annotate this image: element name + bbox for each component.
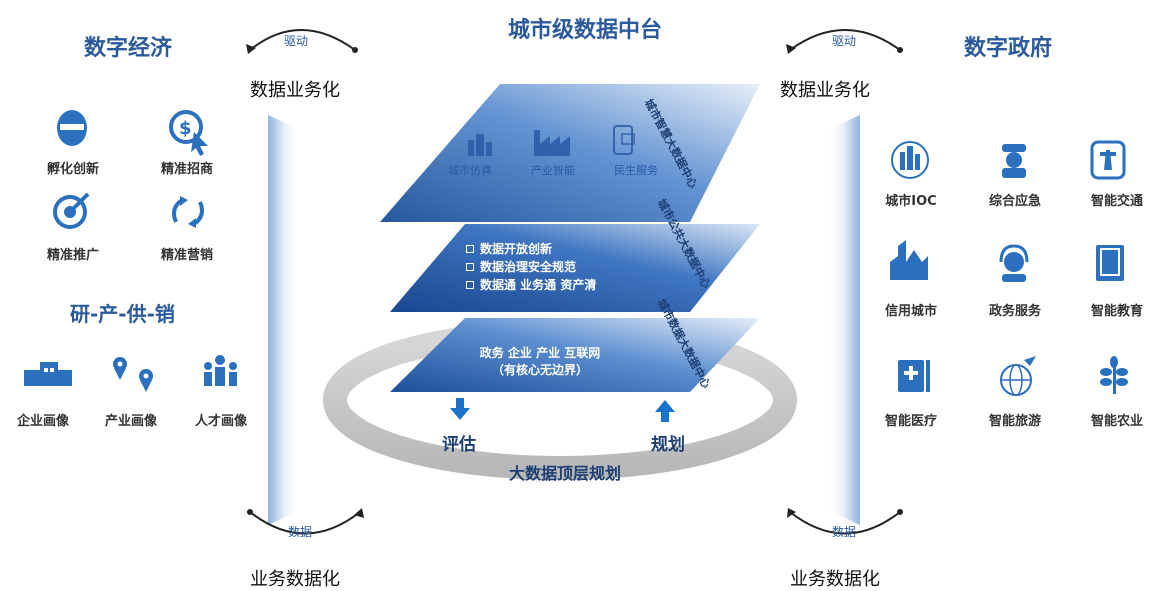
left-grid-label: 精准营销	[160, 248, 213, 263]
ring-label: 大数据顶层规划	[508, 464, 621, 483]
left-row-label: 企业画像	[16, 414, 69, 429]
right-bottom-badge: 数据	[832, 525, 857, 539]
left-row-label: 产业画像	[104, 414, 157, 429]
right-grid-label: 智能医疗	[884, 414, 937, 429]
plan-label: 规划	[651, 435, 685, 455]
layer-bottom	[390, 318, 760, 392]
right-top-text: 数据业务化	[780, 80, 870, 101]
evaluate-label: 评估	[442, 435, 476, 455]
officer-icon	[1002, 144, 1026, 178]
bullet-item: 数据通 业务通 资产清	[466, 276, 596, 294]
refresh-icon	[172, 196, 204, 228]
people-icon	[204, 355, 237, 386]
right-title: 数字政府	[964, 36, 1053, 61]
road-icon	[1090, 140, 1126, 180]
right-grid-label: 城市IOC	[885, 194, 937, 209]
layer-bottom-line1: 政务 企业 产业 互联网	[479, 346, 601, 360]
layer-top-item: 产业智能	[531, 164, 575, 177]
plan-arrow-icon	[655, 400, 675, 422]
right-grid-label: 信用城市	[884, 304, 937, 319]
left-bottom-arc	[249, 511, 361, 535]
book-icon	[1096, 245, 1124, 281]
left-top-text: 数据业务化	[250, 80, 340, 101]
location-pins-icon	[113, 357, 153, 392]
target-icon	[53, 192, 90, 229]
left-section2-title: 研-产-供-销	[70, 302, 175, 326]
right-pillar	[828, 115, 860, 525]
right-bottom-text: 业务数据化	[790, 569, 880, 590]
right-grid-label: 综合应急	[988, 194, 1041, 209]
factory-icon	[534, 130, 570, 156]
right-top-arc	[789, 29, 901, 51]
left-grid-label: 精准推广	[46, 248, 99, 263]
layer-bottom-text: 政务 企业 产业 互联网 （有核心无边界）	[440, 345, 640, 379]
bullet-item: 数据治理安全规范	[466, 258, 596, 276]
left-row-label: 人才画像	[194, 414, 247, 429]
egg-icon	[57, 110, 87, 146]
phone-service-icon	[613, 125, 635, 155]
evaluate-arrow-icon	[450, 398, 470, 420]
left-top-arc	[249, 29, 356, 51]
building-icon	[24, 362, 72, 386]
layer-top-item: 城市仿真	[448, 164, 492, 177]
left-top-badge: 驱动	[284, 34, 309, 48]
plant-icon	[1100, 356, 1128, 394]
layer-mid-bullets: 数据开放创新 数据治理安全规范 数据通 业务通 资产清	[466, 240, 596, 294]
bullet-item: 数据开放创新	[466, 240, 596, 258]
right-bottom-arc	[789, 511, 901, 535]
layer-bottom-line2: （有核心无边界）	[491, 363, 588, 377]
right-grid-label: 智能农业	[1090, 414, 1143, 429]
city-sim-icon	[468, 134, 492, 156]
headset-agent-icon	[999, 244, 1029, 282]
left-bottom-badge: 数据	[288, 525, 313, 539]
city-skyline-icon	[890, 240, 928, 280]
right-top-badge: 驱动	[832, 34, 857, 48]
layer-top-items: 城市仿真 产业智能 民生服务	[448, 162, 658, 178]
globe-plane-icon	[1000, 356, 1036, 396]
right-grid-label: 智能交通	[1090, 194, 1143, 209]
medical-icon	[898, 360, 930, 392]
left-bottom-text: 业务数据化	[250, 569, 340, 590]
layer-top-item: 民生服务	[614, 164, 658, 177]
city-globe-icon	[891, 141, 929, 179]
layer-middle	[390, 224, 760, 312]
right-grid-label: 智能教育	[1090, 304, 1143, 319]
left-grid-label: 孵化创新	[46, 162, 99, 177]
svg-text:$: $	[179, 118, 192, 139]
right-grid-label: 政务服务	[988, 304, 1041, 319]
left-pillar	[268, 115, 300, 525]
right-grid-label: 智能旅游	[988, 414, 1041, 429]
left-grid-label: 精准招商	[160, 162, 213, 177]
center-title: 城市级数据中台	[507, 18, 662, 43]
dollar-cursor-icon: $	[169, 110, 208, 156]
left-title: 数字经济	[84, 36, 173, 61]
